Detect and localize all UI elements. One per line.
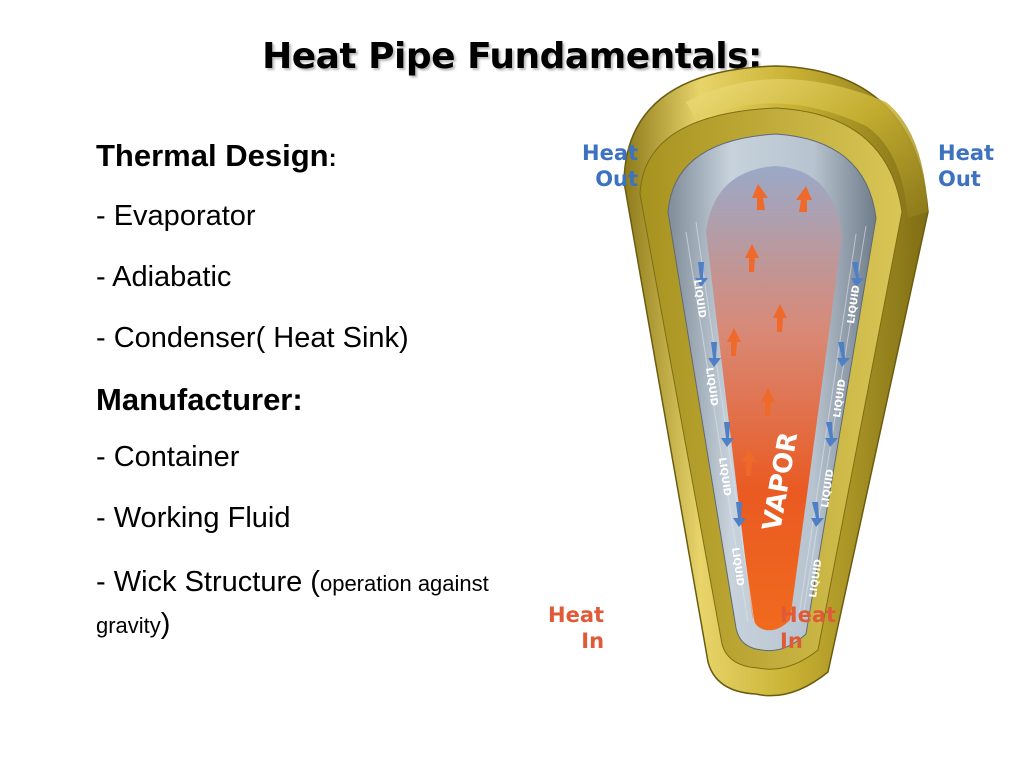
heat-in-left-line-2: In	[581, 629, 605, 653]
liquid-label: LIQUID	[808, 559, 824, 599]
bullet-condenser: - Condenser( Heat Sink)	[96, 322, 409, 354]
heat-out-left-label: Heat Out	[582, 140, 638, 192]
bullet-adiabatic: - Adiabatic	[96, 261, 232, 293]
heat-out-right-label: Heat Out	[938, 140, 994, 192]
heat-in-right-line-2: In	[780, 629, 803, 653]
heat-in-left-line-1: Heat	[548, 603, 605, 627]
slide-title: Heat Pipe Fundamentals:	[262, 36, 762, 77]
thermal-design-heading-text: Thermal Design	[96, 138, 329, 173]
heat-in-right-label: Heat In	[780, 602, 836, 654]
heat-out-left-line-2: Out	[595, 167, 639, 191]
heat-out-left-line-1: Heat	[582, 141, 639, 165]
vapor-flow-arrows	[727, 184, 812, 476]
manufacturer-heading: Manufacturer:	[96, 382, 303, 417]
liquid-label: LIQUID	[832, 379, 848, 419]
heat-pipe-illustration: VAPOR LIQUID LIQUID LIQUID LIQUID LIQUID…	[623, 65, 929, 697]
liquid-flow-arrows	[695, 262, 864, 527]
heat-in-right-line-1: Heat	[780, 603, 837, 627]
liquid-label: LIQUID	[820, 469, 836, 509]
thermal-design-colon: :	[328, 145, 337, 172]
heat-in-left-label: Heat In	[548, 602, 604, 654]
heat-pipe-cutaway-diagram: VAPOR LIQUID LIQUID LIQUID LIQUID LIQUID…	[536, 62, 996, 712]
bullet-container: - Container	[96, 441, 240, 473]
bullet-working-fluid: - Working Fluid	[96, 502, 291, 534]
wick-structure-note: operation against gravity	[96, 571, 489, 638]
wick-structure-close: )	[160, 608, 171, 640]
liquid-label: LIQUID	[691, 279, 707, 319]
slide-body: Thermal Design: - Evaporator - Adiabatic…	[96, 138, 516, 673]
wick-structure-text: - Wick Structure (	[96, 566, 320, 598]
heat-out-right-line-1: Heat	[938, 141, 995, 165]
liquid-label: LIQUID	[716, 457, 732, 497]
thermal-design-heading: Thermal Design:	[96, 138, 516, 177]
bullet-evaporator: - Evaporator	[96, 200, 256, 232]
liquid-label: LIQUID	[846, 285, 862, 325]
liquid-label: LIQUID	[703, 367, 719, 407]
liquid-label: LIQUID	[729, 547, 745, 587]
bullet-wick-structure: - Wick Structure (operation against grav…	[96, 562, 516, 646]
container-cap	[686, 79, 928, 218]
heat-out-right-line-2: Out	[938, 167, 981, 191]
